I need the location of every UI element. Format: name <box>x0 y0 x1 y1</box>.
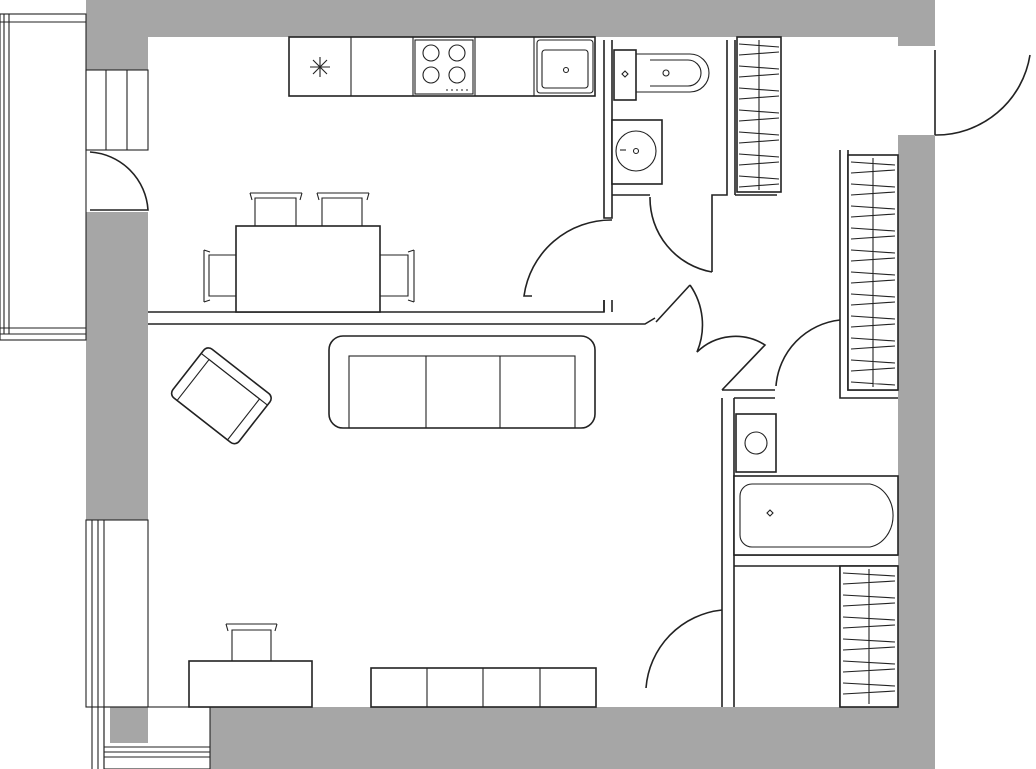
kitchen-sink <box>536 39 594 94</box>
washing-machine <box>735 413 777 473</box>
toilet <box>613 49 710 101</box>
armchair <box>170 347 272 445</box>
wardrobe-top <box>736 36 782 193</box>
desk-with-chair <box>188 623 313 708</box>
sofa <box>328 335 596 429</box>
dining-set <box>203 192 415 313</box>
wardrobe-storage <box>839 565 899 708</box>
bathtub <box>733 475 899 556</box>
balcony-left-upper <box>0 13 149 341</box>
balcony-left-lower <box>85 519 211 769</box>
wardrobe-hall <box>847 154 899 391</box>
toilet-sink <box>611 119 663 185</box>
kitchen-counter <box>288 36 596 97</box>
doors <box>89 50 1031 689</box>
snowflake-icon <box>310 57 330 77</box>
stove-icon <box>414 39 474 95</box>
tv-cabinet <box>370 667 597 708</box>
interior-walls <box>148 40 898 707</box>
walls <box>86 0 935 769</box>
